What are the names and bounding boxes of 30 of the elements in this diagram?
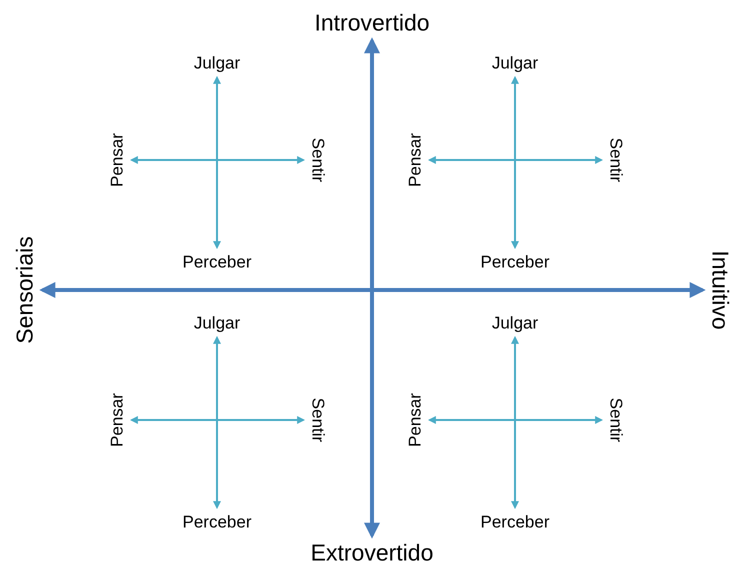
- double-arrow: [130, 156, 306, 164]
- axis-label: Intuitivo: [708, 250, 731, 330]
- double-arrow: [213, 336, 221, 510]
- axis-label: Julgar: [492, 54, 538, 72]
- axis-label: Sentir: [310, 138, 326, 182]
- axis-label: Julgar: [492, 314, 538, 332]
- axis-label: Perceber: [182, 254, 252, 270]
- axis-label: Pensar: [108, 133, 126, 187]
- axis-label: Extrovertido: [310, 542, 434, 564]
- double-arrow: [428, 416, 604, 424]
- axis-label: Perceber: [182, 514, 252, 530]
- double-arrow: [364, 37, 380, 539]
- axis-label: Pensar: [108, 393, 126, 447]
- axis-label: Sentir: [608, 138, 624, 182]
- axis-label: Julgar: [194, 54, 240, 72]
- axis-label: Perceber: [480, 514, 550, 530]
- double-arrow: [130, 416, 306, 424]
- double-arrow: [213, 76, 221, 250]
- axis-label: Pensar: [406, 133, 424, 187]
- axis-label: Sentir: [608, 398, 624, 442]
- axis-label: Introvertido: [314, 12, 430, 34]
- double-arrow: [39, 282, 706, 298]
- axis-label: Julgar: [194, 314, 240, 332]
- axis-label: Sentir: [310, 398, 326, 442]
- axis-label: Sensoriais: [14, 236, 36, 344]
- double-arrow: [428, 156, 604, 164]
- double-arrow: [511, 336, 519, 510]
- axis-label: Perceber: [480, 254, 550, 270]
- axis-label: Pensar: [406, 393, 424, 447]
- double-arrow: [511, 76, 519, 250]
